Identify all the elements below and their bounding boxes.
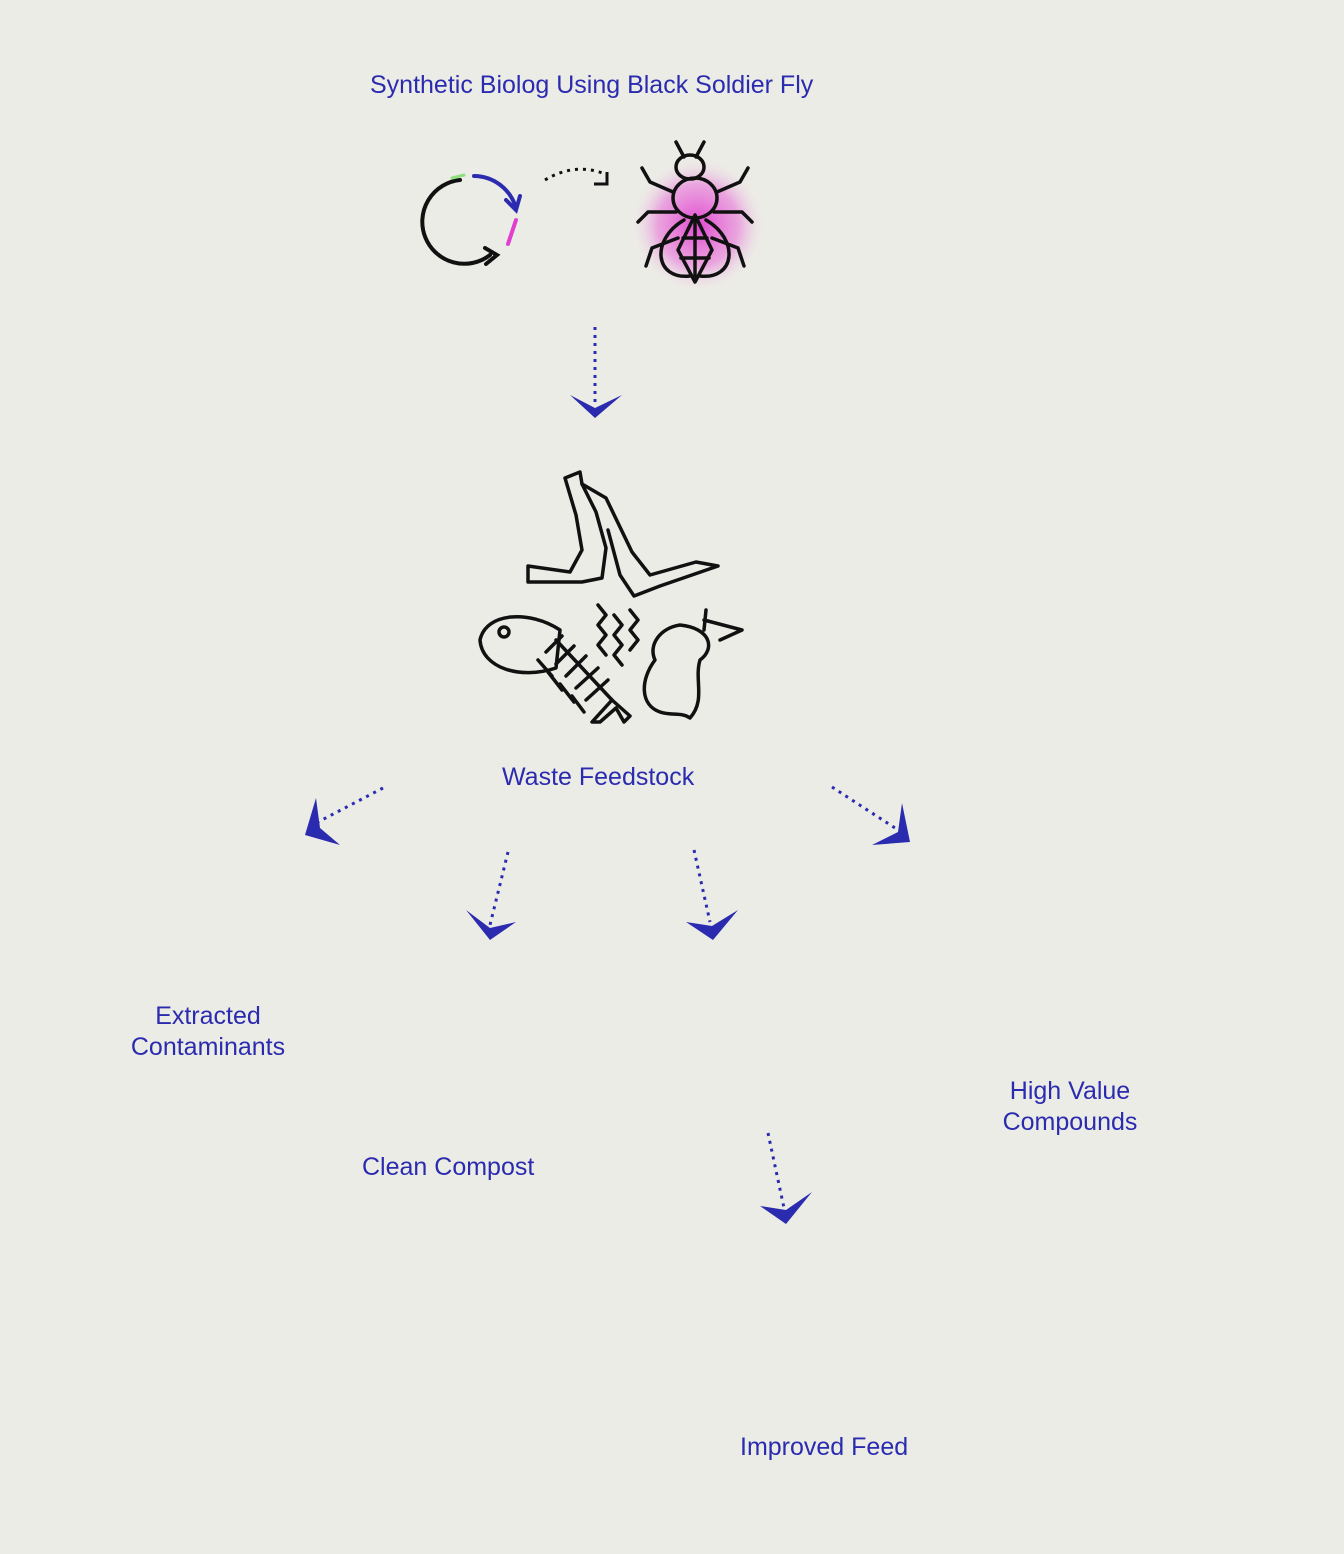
dotted-arrow-to-compounds	[831, 785, 910, 845]
waste-feedstock-label: Waste Feedstock	[502, 763, 695, 791]
clean-compost-label: Clean Compost	[362, 1153, 535, 1181]
dotted-arrow-plasmid-to-fly	[544, 167, 609, 186]
extracted-contaminants-line-1: Extracted	[155, 1002, 261, 1030]
dotted-arrow-fly-to-waste	[570, 327, 622, 418]
food-waste-icon	[478, 470, 744, 724]
dotted-arrow-larva-to-feed	[760, 1132, 812, 1224]
high-value-compounds-label: High Value Compounds	[985, 1076, 1155, 1138]
extracted-contaminants-label: Extracted Contaminants	[118, 1001, 298, 1063]
black-soldier-fly-icon	[630, 140, 766, 293]
improved-feed-label: Improved Feed	[740, 1433, 909, 1461]
high-value-compounds-line-1: High Value	[1009, 1077, 1131, 1105]
dotted-arrow-to-compost	[466, 851, 516, 940]
dotted-arrow-to-larva	[686, 849, 738, 940]
high-value-compounds-line-2: Compounds	[1002, 1108, 1138, 1136]
plasmid-cycle-icon	[420, 173, 522, 266]
diagram-title: Synthetic Biolog Using Black Soldier Fly	[370, 71, 814, 99]
extracted-contaminants-line-2: Contaminants	[130, 1033, 286, 1061]
dotted-arrow-to-contaminants	[305, 786, 384, 845]
